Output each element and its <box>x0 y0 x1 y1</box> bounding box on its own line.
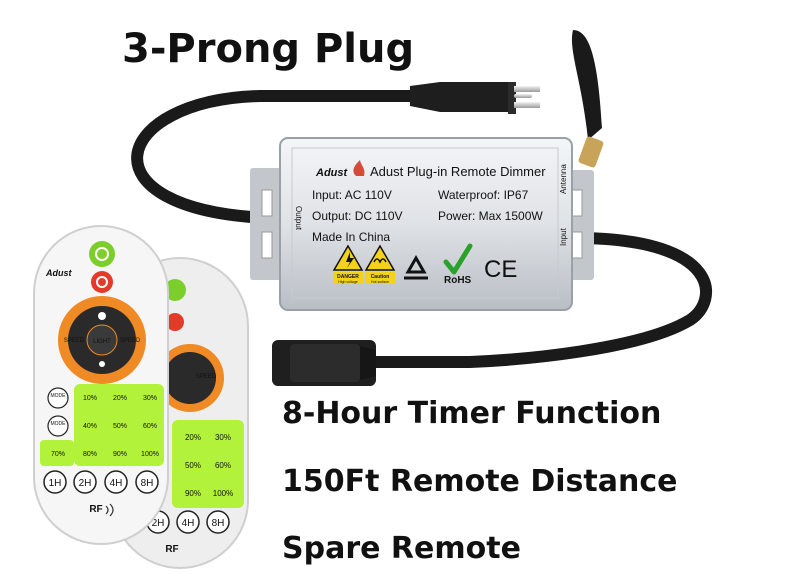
female-connector <box>272 340 376 386</box>
rohs-check-icon <box>443 243 473 275</box>
dimmer-made-in: Made In China <box>312 230 390 244</box>
dimmer-input: Input: AC 110V <box>312 188 392 202</box>
timer-2h: 2H <box>79 478 92 489</box>
keypad-p30: 30% <box>143 395 157 402</box>
dimmer-output: Output: DC 110V <box>312 209 403 223</box>
headline-timer: 8-Hour Timer Function <box>282 396 662 431</box>
headline-distance: 150Ft Remote Distance <box>282 464 678 499</box>
spare-t8: 8H <box>212 518 225 529</box>
side-label-input: Input <box>559 227 568 246</box>
power-off-icon <box>91 271 113 293</box>
power-on-icon <box>89 241 115 267</box>
keypad-p40: 40% <box>83 423 97 430</box>
percent-keypad <box>74 384 164 466</box>
ce-mark: CE <box>484 256 517 283</box>
dimmer-power: Power: Max 1500W <box>438 209 543 223</box>
timer-4h: 4H <box>110 478 123 489</box>
danger-sublabel: High voltage <box>338 280 358 284</box>
recycle-icon <box>404 254 428 280</box>
keypad-p20: 20% <box>113 395 127 402</box>
light-label: LIGHT <box>93 339 111 345</box>
spare-p30: 30% <box>215 433 231 442</box>
brightness-down-icon <box>99 361 105 367</box>
keypad-p100: 100% <box>141 451 159 458</box>
spare-speed-plus-label: SPEED <box>196 374 217 380</box>
rohs-label: RoHS <box>444 275 472 286</box>
dimmer-title: Adust Plug-in Remote Dimmer <box>370 164 546 179</box>
timer-1h: 1H <box>49 478 62 489</box>
timer-8h: 8H <box>141 478 154 489</box>
output-cable <box>131 90 436 224</box>
headline-plug: 3-Prong Plug <box>122 26 415 72</box>
dimmer-brand: Adust <box>315 167 349 179</box>
spare-p100: 100% <box>213 489 233 498</box>
mode-minus-label: MODE <box>51 421 67 427</box>
side-label-output: Output <box>294 206 303 231</box>
rf-label: RF <box>89 504 102 515</box>
spare-rf-label: RF <box>165 544 178 555</box>
keypad-p50: 50% <box>113 423 127 430</box>
keypad-p10: 10% <box>83 395 97 402</box>
speed-plus-label: SPEED <box>120 338 141 344</box>
keypad-p60: 60% <box>143 423 157 430</box>
side-label-antenna: Antenna <box>559 164 568 194</box>
flame-logo-icon <box>353 160 365 176</box>
remote-control: Adust LIGHT SPEED SPEED MODE MODE 10% 20… <box>33 225 169 545</box>
spare-p90: 90% <box>185 489 201 498</box>
rf-signal-icon <box>105 503 114 517</box>
keypad-p80: 80% <box>83 451 97 458</box>
caution-sublabel: Hot surface <box>371 280 389 284</box>
spare-p60: 60% <box>215 461 231 470</box>
keypad-p90: 90% <box>113 451 127 458</box>
spare-p50: 50% <box>185 461 201 470</box>
spare-t4: 4H <box>182 518 195 529</box>
remote-brand: Adust <box>45 268 73 278</box>
speed-minus-label: SPEED <box>64 338 85 344</box>
headline-spare-remote: Spare Remote <box>282 531 521 566</box>
spare-t2: 2H <box>152 518 165 529</box>
caution-triangle-icon <box>364 244 396 271</box>
mode-plus-label: MODE <box>51 393 67 399</box>
keypad-p70: 70% <box>51 451 65 458</box>
dimmer-waterproof: Waterproof: IP67 <box>438 188 529 202</box>
danger-label: DANGER <box>337 274 359 280</box>
brightness-up-icon <box>98 312 106 320</box>
caution-label: Caution <box>371 274 390 280</box>
spare-p20: 20% <box>185 433 201 442</box>
three-prong-plug <box>410 82 540 114</box>
antenna <box>571 30 604 168</box>
input-cable <box>366 232 713 368</box>
